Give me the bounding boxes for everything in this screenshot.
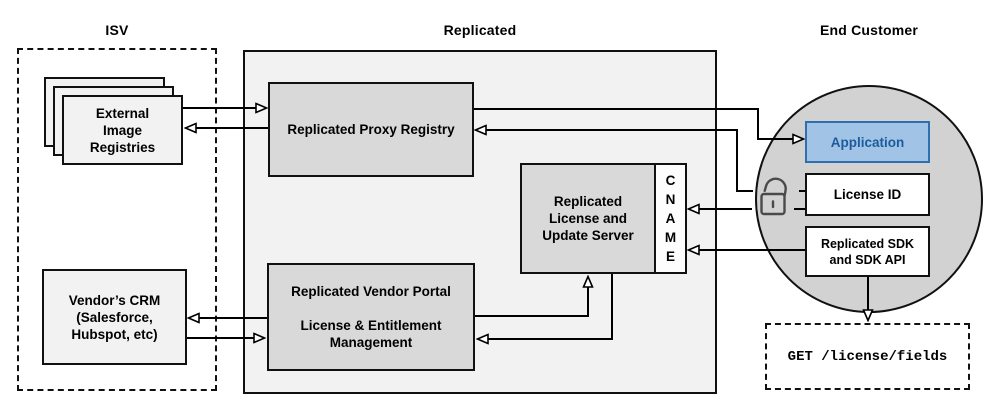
- server-label-line: License and: [548, 211, 628, 226]
- end-customer-section-title: End Customer: [819, 22, 919, 38]
- proxy-registry-label: Replicated Proxy Registry: [287, 122, 455, 137]
- cname-strip: C N A M E: [654, 163, 687, 274]
- registries-label-line: Registries: [89, 139, 156, 155]
- replicated-proxy-registry-node: Replicated Proxy Registry: [268, 82, 474, 177]
- external-image-registries-node: External Image Registries: [62, 95, 183, 165]
- crm-label-line: Hubspot, etc): [71, 326, 158, 342]
- cname-letter: N: [665, 192, 676, 207]
- license-update-server-node: Replicated License and Update Server: [520, 163, 656, 274]
- vendor-crm-node: Vendor’s CRM (Salesforce, Hubspot, etc): [42, 269, 187, 365]
- vendor-portal-sublabel: License & Entitlement: [300, 318, 442, 333]
- isv-section-title: ISV: [105, 22, 129, 38]
- application-node: Application: [805, 121, 930, 163]
- license-id-label: License ID: [833, 187, 902, 202]
- cname-letter: A: [665, 211, 676, 226]
- license-id-node: License ID: [805, 173, 930, 216]
- cname-letter: M: [664, 230, 677, 245]
- sdk-label-line: Replicated SDK: [820, 236, 915, 251]
- application-label: Application: [830, 134, 905, 150]
- get-license-fields-node: GET /license/fields: [765, 323, 970, 390]
- vendor-portal-label: Replicated Vendor Portal: [291, 284, 451, 299]
- replicated-vendor-portal-node: Replicated Vendor Portal License & Entit…: [267, 263, 475, 371]
- get-license-fields-label: GET /license/fields: [787, 348, 948, 365]
- registries-label-line: Image: [102, 122, 143, 138]
- server-label-line: Update Server: [542, 228, 634, 243]
- cname-letter: E: [665, 249, 675, 264]
- registries-label-line: External: [95, 105, 150, 121]
- server-label-line: Replicated: [553, 194, 623, 209]
- crm-label-line: Vendor’s CRM: [68, 292, 161, 308]
- replicated-section-title: Replicated: [443, 22, 517, 38]
- vendor-portal-sublabel: Management: [329, 335, 413, 350]
- crm-label-line: (Salesforce,: [76, 309, 153, 325]
- sdk-label-line: and SDK API: [829, 252, 906, 267]
- cname-letter: C: [665, 173, 676, 188]
- replicated-sdk-node: Replicated SDK and SDK API: [805, 226, 930, 277]
